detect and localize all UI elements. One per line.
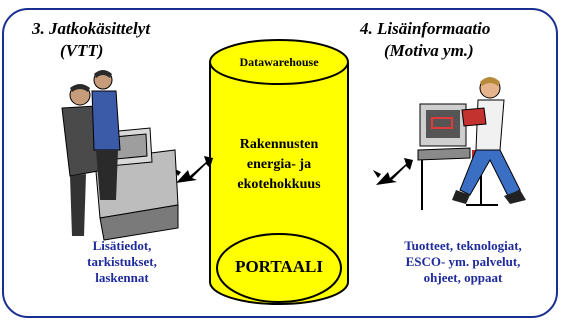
reader-at-computer-illustration: [417, 77, 526, 210]
right-description: Tuotteet, teknologiat, ESCO- ym. palvelu…: [378, 238, 548, 286]
left-desc-line: Lisätiedot,: [92, 238, 152, 253]
cylinder-main-line: energia- ja: [246, 157, 312, 172]
right-desc-line: Tuotteet, teknologiat,: [404, 238, 522, 253]
datawarehouse-label: Datawarehouse: [239, 55, 319, 69]
right-desc-line: ohjeet, oppaat: [423, 270, 503, 285]
right-desc-line: ESCO- ym. palvelut,: [405, 254, 521, 269]
datawarehouse-cylinder: [209, 39, 349, 305]
office-workers-illustration: [61, 70, 179, 241]
left-desc-line: tarkistukset,: [87, 254, 157, 269]
right-heading-line1: 4. Lisäinformaatio: [360, 19, 491, 38]
cylinder-main-text: Rakennusten energia- ja ekotehokkuus: [210, 135, 348, 195]
left-description: Lisätiedot, tarkistukset, laskennat: [62, 238, 182, 286]
cylinder-main-line: ekotehokkuus: [237, 177, 321, 192]
cylinder-main-line: Rakennusten: [239, 137, 319, 152]
portaali-label: PORTAALI: [235, 257, 323, 276]
right-exchange-arrows-icon: [373, 158, 413, 185]
left-desc-line: laskennat: [95, 270, 149, 285]
outer-frame: [2, 8, 558, 318]
left-exchange-arrows-icon: [173, 156, 213, 183]
right-heading-line2: (Motiva ym.): [384, 41, 474, 60]
left-heading-line2: (VTT): [60, 41, 104, 60]
left-heading-line1: 3. Jatkokäsittelyt: [32, 19, 151, 38]
